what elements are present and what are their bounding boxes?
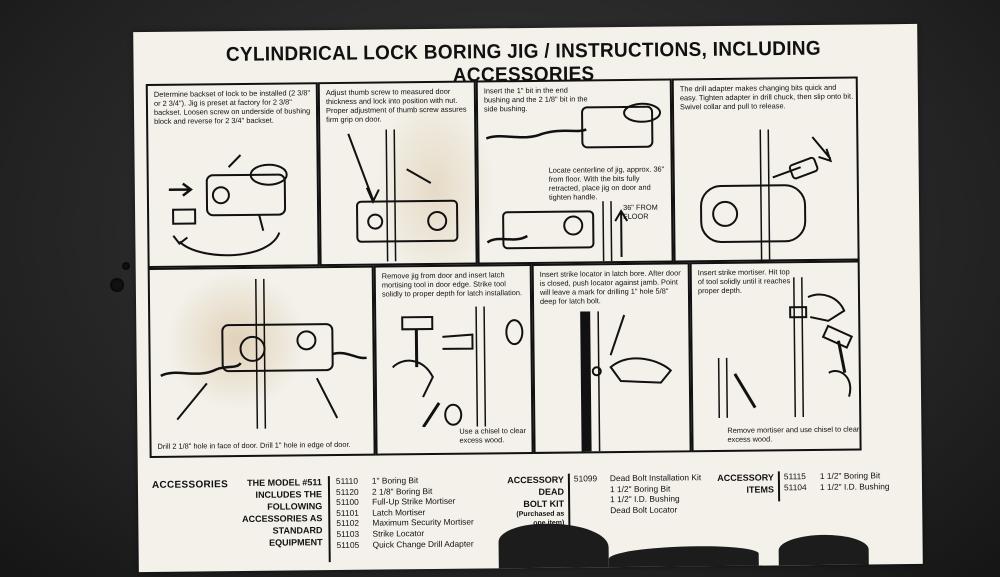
deadbolt-kit-list: 51099 Dead Bolt Installation Kit 1 1/2" B… — [574, 472, 702, 516]
part-number: 51102 — [336, 518, 360, 529]
part-desc: 1" Boring Bit — [371, 475, 419, 486]
step-text: The drill adapter makes changing bits qu… — [679, 82, 854, 112]
part-desc: Quick Change Drill Adapter — [372, 538, 474, 550]
part-desc: 1 1/2" Boring Bit — [609, 483, 671, 494]
step-panel-6: Remove jig from door and insert latch mo… — [373, 263, 534, 456]
list-item: 51104 1 1/2" I.D. Bushing — [784, 481, 890, 493]
accessories-heading: ACCESSORIES — [151, 479, 229, 491]
standard-accessories-list: 51110 1" Boring Bit 51120 2 1/8" Boring Bi… — [336, 475, 474, 551]
model-note-line: THE MODEL #511 — [246, 477, 322, 488]
part-desc: Maximum Security Mortiser — [372, 516, 474, 529]
instruction-sheet: CYLINDRICAL LOCK BORING JIG / INSTRUCTIO… — [133, 23, 923, 573]
part-desc: Dead Bolt Locator — [610, 504, 678, 515]
step-text: Adjust thumb screw to measured door thic… — [325, 86, 467, 125]
divider — [777, 471, 780, 502]
model-note-line: FOLLOWING — [267, 501, 323, 512]
heading-line: DEAD — [538, 486, 565, 497]
step-text: Determine backset of lock to be installe… — [153, 88, 311, 126]
step-panel-8: Insert strike mortiser. Hit top of tool … — [689, 260, 862, 453]
list-item: 51100 Full-Up Strike Mortiser — [336, 496, 474, 508]
mortising-illustration — [392, 306, 524, 428]
step-text: Insert strike locator in latch bore. Aft… — [539, 268, 681, 306]
torn-area — [778, 534, 869, 566]
drill-adapter-illustration — [700, 129, 833, 260]
part-number: 51103 — [336, 528, 360, 539]
part-number: 51115 — [783, 471, 806, 482]
part-number: 51120 — [335, 486, 359, 497]
part-desc: 2 1/8" Boring Bit — [371, 485, 433, 497]
case-bolt — [110, 278, 124, 292]
bits-jig-illustration — [485, 102, 662, 262]
step-panel-4: The drill adapter makes changing bits qu… — [671, 76, 860, 263]
accessory-items-heading: ACCESSORY ITEMS — [714, 471, 774, 496]
part-number: 51104 — [783, 481, 807, 492]
part-desc: Dead Bolt Installation Kit — [609, 472, 702, 484]
jig-illustration — [168, 154, 288, 257]
step-panel-5: Drill 2 1/8" hole in face of door. Drill… — [147, 265, 376, 458]
step-panel-3: Insert the 1" bit in the end bushing and… — [475, 78, 674, 265]
step-text: Remove jig from door and insert latch mo… — [381, 270, 523, 299]
strike-locator-illustration — [580, 311, 673, 452]
part-number: 51101 — [336, 507, 359, 518]
step-panel-1: Determine backset of lock to be installe… — [145, 82, 320, 268]
model-note: THE MODEL #511 INCLUDES THE FOLLOWING AC… — [226, 476, 323, 549]
door-jig-illustration — [347, 129, 459, 262]
step-panel-2: Adjust thumb screw to measured door thic… — [317, 80, 478, 267]
heading-line: ITEMS — [746, 484, 775, 495]
part-desc: Strike Locator — [372, 528, 425, 539]
accessory-items-list: 51115 1 1/2" Boring Bit 51104 1 1/2" I.D. … — [784, 470, 890, 492]
model-note-line: STANDARD — [272, 525, 323, 536]
part-desc: Full-Up Strike Mortiser — [372, 495, 456, 507]
part-number: 51105 — [336, 539, 360, 550]
list-item: 51102 Maximum Security Mortiser — [336, 517, 474, 529]
part-desc: Latch Mortiser — [372, 506, 426, 518]
heading-line: BOLT KIT — [523, 498, 565, 510]
strike-mortiser-illustration — [717, 277, 854, 419]
step-text: Use a chisel to clear excess wood. — [459, 426, 526, 445]
divider — [567, 473, 570, 526]
step-text: Drill 2 1/8" hole in face of door. Drill… — [157, 439, 351, 451]
part-number: 51099 — [573, 473, 598, 484]
list-item: 51105 Quick Change Drill Adapter — [337, 538, 475, 550]
step-panel-7: Insert strike locator in latch bore. Aft… — [531, 262, 692, 454]
drilling-illustration — [160, 278, 367, 429]
part-desc: 1 1/2" Boring Bit — [819, 470, 881, 481]
heading-line: ACCESSORY — [717, 472, 774, 484]
model-note-line: ACCESSORIES AS — [242, 513, 323, 525]
list-item: 51099 Dead Bolt Installation Kit — [574, 472, 701, 484]
step-text: Remove mortiser and use chisel to clear … — [727, 424, 860, 444]
part-desc: 1 1/2" I.D. Bushing — [819, 480, 890, 492]
heading-line: ACCESSORY — [507, 474, 564, 486]
list-item: Dead Bolt Locator — [574, 504, 701, 516]
model-note-line: EQUIPMENT — [268, 537, 323, 548]
part-number: 51110 — [335, 475, 359, 487]
part-number: 51100 — [336, 496, 359, 508]
model-note-line: INCLUDES THE — [255, 489, 323, 500]
case-bolt — [122, 262, 130, 270]
divider — [327, 476, 331, 563]
part-desc: 1 1/2" I.D. Bushing — [610, 493, 680, 505]
deadbolt-kit-heading: ACCESSORY DEAD BOLT KIT (Purchased as on… — [504, 474, 565, 529]
